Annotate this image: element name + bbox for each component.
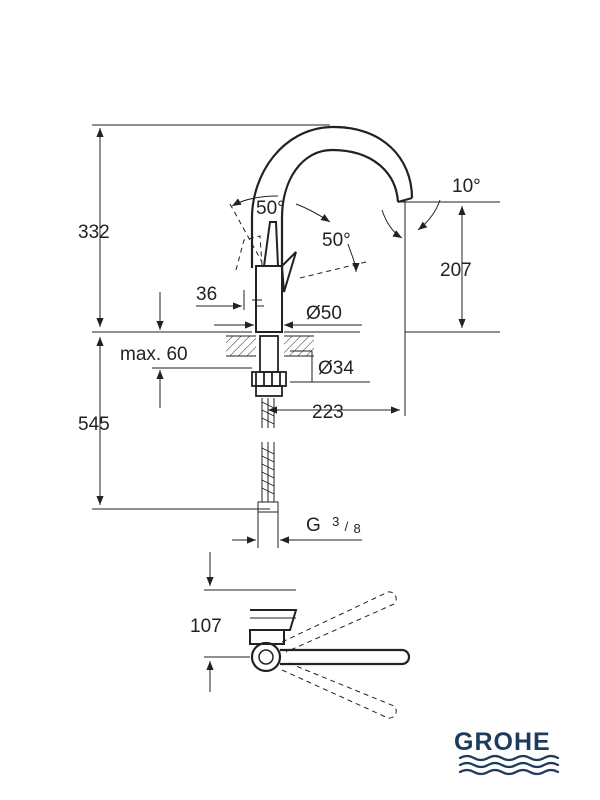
dimension-labels: 332 545 207 36 Ø50 max. 60 Ø34 223 G 3 /… bbox=[78, 176, 481, 637]
label-reach: 223 bbox=[312, 402, 344, 423]
label-height-total: 332 bbox=[78, 222, 110, 243]
label-height-below: 545 bbox=[78, 414, 110, 435]
grohe-logo: GROHE bbox=[454, 728, 560, 776]
dimension-36 bbox=[196, 290, 264, 310]
label-angle-lever-left: 50° bbox=[256, 198, 285, 219]
dimension-max-60 bbox=[152, 292, 252, 408]
logo-waves-icon bbox=[458, 754, 560, 776]
thread-base: G bbox=[306, 515, 321, 536]
label-handle-depth: 36 bbox=[196, 284, 217, 305]
lever-body bbox=[255, 221, 297, 333]
countertop-section bbox=[226, 335, 314, 357]
mounting-shank bbox=[251, 335, 287, 397]
dimension-thread bbox=[232, 512, 362, 548]
dimension-545 bbox=[92, 337, 270, 510]
dimension-207 bbox=[405, 201, 500, 333]
label-max-counter: max. 60 bbox=[120, 344, 188, 365]
label-swing-depth: 107 bbox=[190, 616, 222, 637]
label-angle-spout: 10° bbox=[452, 176, 481, 197]
spout-angle-10 bbox=[381, 199, 500, 415]
label-mount-diameter: Ø34 bbox=[318, 358, 354, 379]
logo-wordmark: GROHE bbox=[454, 728, 551, 756]
label-angle-lever-right: 50° bbox=[322, 230, 351, 251]
lever-angle-arcs bbox=[231, 195, 360, 273]
thread-den: 8 bbox=[353, 521, 360, 536]
dimension-diameter-34 bbox=[290, 350, 370, 383]
label-spout-height: 207 bbox=[440, 260, 472, 281]
dimension-223 bbox=[268, 400, 406, 416]
dimension-107 bbox=[204, 552, 296, 692]
label-base-diameter: Ø50 bbox=[306, 303, 342, 324]
top-view bbox=[249, 591, 411, 719]
supply-hoses bbox=[257, 398, 279, 513]
thread-slash: / bbox=[345, 519, 349, 534]
dimension-332 bbox=[92, 124, 330, 327]
label-thread: G 3 / 8 bbox=[306, 510, 361, 536]
thread-num: 3 bbox=[332, 514, 339, 529]
